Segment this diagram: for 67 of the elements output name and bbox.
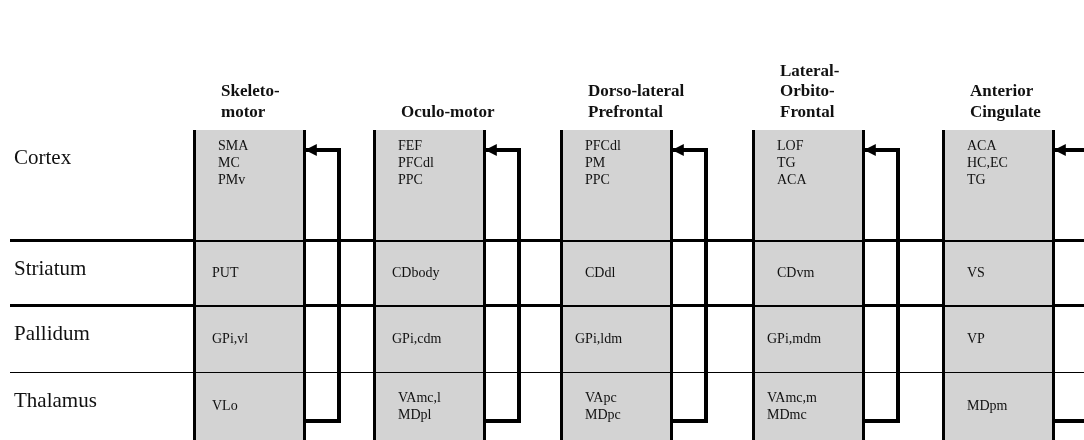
column-heading: Dorso-lateral Prefrontal — [588, 81, 685, 121]
region-label: PFCdl — [585, 138, 622, 155]
region-cell — [560, 305, 673, 372]
region-cell — [193, 130, 306, 240]
region-cell — [373, 305, 486, 372]
region-cell — [942, 305, 1055, 372]
row-label: Thalamus — [14, 390, 97, 411]
region-cell — [560, 130, 673, 240]
region-label: CDdl — [585, 265, 617, 282]
region-label: GPi,vl — [212, 331, 250, 348]
region-cell — [752, 305, 865, 372]
region-cell — [752, 240, 865, 305]
row-label: Striatum — [14, 258, 87, 279]
region-label: LOF — [777, 138, 805, 155]
region-label: ACA — [967, 138, 998, 155]
region-label: CDbody — [392, 265, 441, 282]
region-label: ACA — [777, 171, 808, 189]
row-label: Pallidum — [14, 323, 90, 344]
column-heading: Skeleto-motor — [221, 81, 280, 121]
region-cell — [373, 372, 486, 440]
region-cell — [193, 240, 306, 305]
region-label: MDmc — [767, 406, 808, 424]
region-label: MC — [218, 154, 241, 172]
region-cell — [942, 240, 1055, 305]
region-label: GPi,ldm — [575, 331, 624, 348]
region-label: MDpl — [398, 406, 433, 424]
region-cell — [560, 372, 673, 440]
region-label: PUT — [212, 265, 240, 282]
region-cell — [373, 130, 486, 240]
region-cell — [373, 240, 486, 305]
region-label: VApc — [585, 389, 618, 407]
region-label: VP — [967, 331, 986, 348]
region-cell — [752, 130, 865, 240]
feedback-arrow — [863, 144, 900, 423]
region-label: MDpc — [585, 406, 622, 424]
region-label: TG — [967, 171, 987, 189]
region-label: GPi,cdm — [392, 331, 443, 348]
region-label: SMA — [218, 138, 250, 155]
region-cell — [942, 372, 1055, 440]
column-heading: Lateral-Orbito-Frontal — [780, 60, 840, 121]
region-label: PPC — [585, 171, 611, 189]
row-label: Cortex — [14, 147, 72, 168]
region-cell — [193, 372, 306, 440]
region-label: GPi,mdm — [767, 331, 823, 348]
region-label: PMv — [218, 171, 247, 189]
column-heading: Oculo-motor — [401, 101, 495, 121]
feedback-arrow — [484, 144, 521, 423]
region-label: TG — [777, 154, 797, 172]
region-label: PFCdl — [398, 154, 435, 172]
feedback-arrow — [1053, 144, 1084, 423]
region-cell — [193, 305, 306, 372]
feedback-arrow — [671, 144, 708, 423]
region-cell — [752, 372, 865, 440]
region-label: PM — [585, 154, 607, 172]
region-cell — [942, 130, 1055, 240]
region-label: MDpm — [967, 398, 1009, 415]
region-label: VLo — [212, 398, 239, 415]
region-label: VS — [967, 265, 986, 282]
region-label: VAmc,m — [767, 389, 818, 407]
region-label: HC,EC — [967, 154, 1009, 172]
region-cell — [560, 240, 673, 305]
region-label: FEF — [398, 138, 424, 155]
column-heading: Anterior Cingulate — [970, 81, 1041, 121]
region-label: CDvm — [777, 265, 816, 282]
region-label: PPC — [398, 171, 424, 189]
region-label: VAmc,l — [398, 389, 442, 407]
feedback-arrow — [304, 144, 341, 423]
